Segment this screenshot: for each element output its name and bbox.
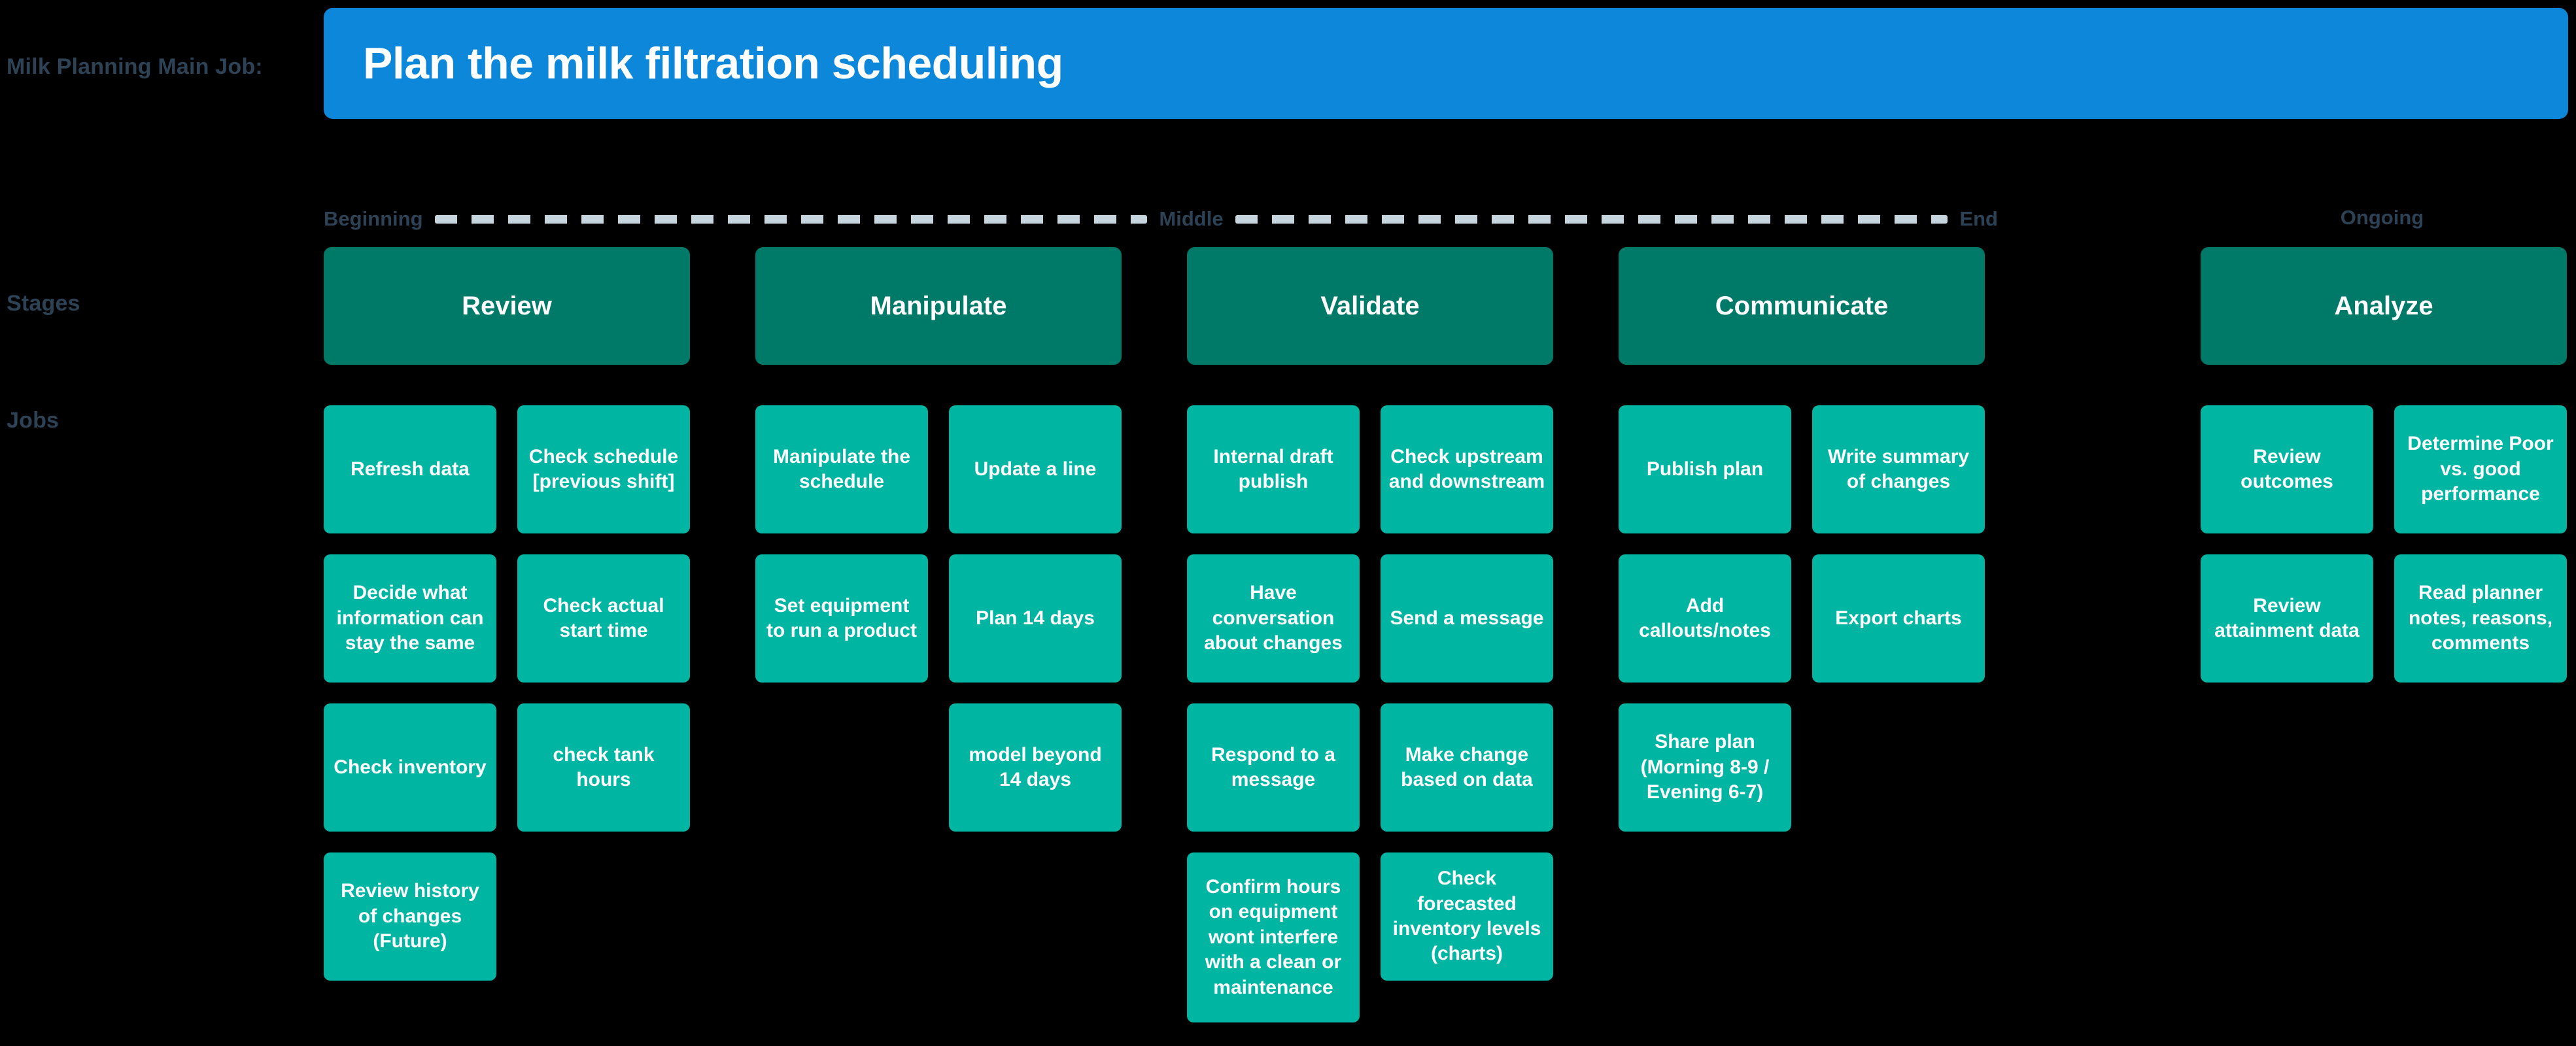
job-card[interactable]: Review history of changes (Future) [324,852,496,981]
job-column-validate: Internal draft publish Check upstream and… [1187,405,1553,1022]
job-card-label: Review attainment data [2214,594,2360,641]
job-card[interactable]: Respond to a message [1187,703,1360,832]
job-card-label: Decide what information can stay the sam… [336,582,484,654]
stage-card-communicate[interactable]: Communicate [1619,247,1985,365]
stage-card-validate[interactable]: Validate [1187,247,1553,365]
job-card-label: Publish plan [1646,458,1764,480]
job-card[interactable]: Publish plan [1619,405,1791,533]
job-card-label: Check forecasted inventory levels (chart… [1392,868,1541,965]
job-card[interactable]: Internal draft publish [1187,405,1360,533]
main-job-banner: Plan the milk filtration scheduling [324,8,2568,119]
job-card-label: Respond to a message [1211,743,1335,790]
job-card[interactable]: Confirm hours on equipment wont interfer… [1187,852,1360,1022]
job-card-label: Plan 14 days [976,607,1095,629]
job-card-label: Update a line [974,458,1097,480]
job-card-label: Review history of changes (Future) [341,880,479,953]
timeline-label-middle: Middle [1159,207,1224,230]
job-card-label: Check inventory [334,756,487,778]
job-card[interactable]: Check forecasted inventory levels (chart… [1381,852,1553,981]
job-card-label: Review outcomes [2241,445,2333,492]
job-card[interactable]: Determine Poor vs. good performance [2394,405,2567,533]
job-card-label: Check schedule [previous shift] [528,445,679,492]
timeline-label-end: End [1959,207,1998,230]
stage-card-analyze[interactable]: Analyze [2201,247,2567,365]
job-card-label: Manipulate the schedule [772,445,910,492]
main-job-title: Plan the milk filtration scheduling [363,39,1063,88]
stage-card-manipulate[interactable]: Manipulate [755,247,1122,365]
job-card[interactable]: Decide what information can stay the sam… [324,554,496,683]
job-card[interactable]: Send a message [1381,554,1553,683]
job-card-label: Write summary of changes [1827,445,1970,492]
job-card[interactable]: Have conversation about changes [1187,554,1360,683]
job-card-label: Check actual start time [543,594,664,641]
job-card[interactable]: Check inventory [324,703,496,832]
job-column-analyze: Review outcomes Determine Poor vs. good p… [2201,405,2567,683]
job-card[interactable]: Make change based on data [1381,703,1553,832]
job-card[interactable]: model beyond 14 days [949,703,1122,832]
job-card[interactable]: Add callouts/notes [1619,554,1791,683]
job-card[interactable]: Share plan (Morning 8-9 / Evening 6-7) [1619,703,1791,832]
job-card[interactable]: Update a line [949,405,1122,533]
job-card-label: Determine Poor vs. good performance [2407,433,2554,505]
stage-card-label: Validate [1320,291,1420,320]
job-card-spacer [755,703,928,832]
job-card-label: Read planner notes, reasons, comments [2408,582,2553,654]
job-card-label: Send a message [1390,607,1544,629]
job-card[interactable]: Check schedule [previous shift] [517,405,690,533]
job-card[interactable]: Check actual start time [517,554,690,683]
job-card-label: Share plan (Morning 8-9 / Evening 6-7) [1640,731,1770,803]
stages-row: Review Manipulate Validate Communicate Analy… [0,247,2576,365]
stage-card-review[interactable]: Review [324,247,690,365]
job-card-label: Add callouts/notes [1639,594,1771,641]
job-card-label: model beyond 14 days [969,743,1102,790]
job-card-label: Refresh data [351,458,470,480]
timeline-label-ongoing: Ongoing [2340,206,2424,229]
stage-card-label: Communicate [1715,291,1889,320]
job-card-label: Check upstream and downstream [1388,445,1545,492]
job-card[interactable]: Review outcomes [2201,405,2373,533]
job-card-label: Have conversation about changes [1204,582,1343,654]
job-card[interactable]: Review attainment data [2201,554,2373,683]
job-card-label: Internal draft publish [1213,445,1333,492]
job-card[interactable]: Read planner notes, reasons, comments [2394,554,2567,683]
row-label-jobs: Jobs [7,408,60,433]
row-label-stages: Stages [7,291,80,316]
job-column-review: Refresh data Check schedule [previous shi… [324,405,690,981]
job-card[interactable]: Export charts [1812,554,1985,683]
job-card[interactable]: Manipulate the schedule [755,405,928,533]
timeline-dash-left [434,214,1148,224]
job-card[interactable]: check tank hours [517,703,690,832]
job-card-label: Export charts [1835,607,1962,629]
job-card[interactable]: Refresh data [324,405,496,533]
timeline-label-beginning: Beginning [324,207,423,230]
stage-card-label: Manipulate [870,291,1007,320]
stage-card-label: Analyze [2334,291,2433,320]
job-card[interactable]: Set equipment to run a product [755,554,928,683]
stage-card-label: Review [462,291,552,320]
job-card[interactable]: Write summary of changes [1812,405,1985,533]
job-card-label: Make change based on data [1401,743,1533,790]
job-card[interactable]: Check upstream and downstream [1381,405,1553,533]
job-card-label: Confirm hours on equipment wont interfer… [1205,876,1342,998]
row-label-main-job: Milk Planning Main Job: [7,54,263,79]
timeline-dash-right [1235,214,1948,224]
jobs-area: Refresh data Check schedule [previous shi… [0,405,2576,1046]
job-card-label: check tank hours [553,743,655,790]
job-card-label: Set equipment to run a product [766,594,917,641]
job-card[interactable]: Plan 14 days [949,554,1122,683]
timeline: Beginning Middle End [324,206,1998,232]
